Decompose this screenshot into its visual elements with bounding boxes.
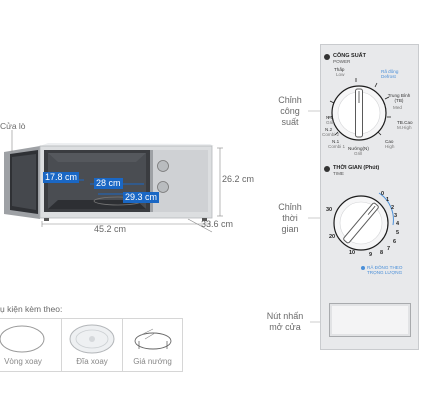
roller-ring-image (0, 325, 45, 353)
time-mark: 20 (329, 234, 336, 240)
accessory-label: Vòng xoay (4, 357, 42, 366)
power-mark-label: N.3 (326, 115, 334, 120)
time-mark: 5 (396, 230, 400, 236)
power-mark-sub: High (385, 144, 395, 149)
callout-power: Chỉnh công suất (272, 95, 308, 128)
power-mark-sub: Grill (354, 151, 363, 156)
time-mark: 2 (391, 205, 395, 211)
callout-time-line: thời (282, 213, 298, 223)
accessory-label: Đĩa xoay (76, 357, 108, 366)
power-mark-sub: Combi 2 (322, 132, 340, 137)
microwave-drawing (4, 130, 223, 233)
grill-rack-image (134, 328, 172, 350)
callout-door-button-line: Nút nhấn (266, 311, 304, 321)
accessory-cell: Đĩa xoay (62, 319, 123, 371)
accessories-grid: Vòng xoay Đĩa xoay Giá nướng (0, 318, 183, 372)
time-mark: 7 (387, 246, 391, 252)
power-subtitle: POWER (333, 59, 351, 64)
dimension-outer-width: 45.2 cm (94, 224, 127, 234)
callout-time-line: Chỉnh (278, 202, 302, 212)
time-mark: 8 (380, 250, 384, 256)
power-mark-label: N.2 (325, 127, 333, 132)
accessories-title: ụ kiện kèm theo: (0, 304, 63, 314)
time-mark: 0 (381, 191, 385, 197)
glass-tray-image (69, 324, 115, 354)
power-mark-label: Nướng(N) (348, 146, 369, 151)
power-mark-label: Rã đông (381, 69, 399, 74)
time-mark: 3 (394, 213, 398, 219)
dimension-outer-depth: 33.6 cm (201, 219, 234, 229)
microwave-illustration: Cửa lò 17.8 cm 28 cm 29.3 cm 26.2 cm 45.… (0, 0, 270, 250)
callout-door-button: Nút nhấn mở cửa (260, 311, 310, 333)
power-mark-sub: Med (393, 105, 402, 110)
callout-power-line: công (280, 106, 300, 116)
accessory-cell: Giá nướng (123, 319, 182, 371)
time-subtitle: TIME (333, 171, 344, 176)
power-mark-sub: Combi 1 (328, 144, 346, 149)
time-mark: 1 (386, 197, 390, 203)
timer-icon (324, 166, 330, 172)
time-dial[interactable] (321, 179, 418, 275)
power-mark-sub: M.High (397, 125, 412, 130)
accessories-section: ụ kiện kèm theo: Vòng xoay Đĩa xoay (0, 304, 190, 372)
callout-time-line: gian (281, 224, 299, 234)
defrost-icon (361, 266, 365, 270)
power-mark-label: Trung Bình (TB) (387, 93, 411, 103)
power-mark-sub: Grill (326, 120, 335, 125)
power-dial[interactable] (321, 73, 418, 163)
accessory-label: Giá nướng (133, 357, 172, 366)
time-title: THỜI GIAN (Phút) (333, 165, 380, 171)
callout-power-line: suất (281, 117, 299, 127)
door-open-button[interactable] (329, 303, 411, 337)
door-label: Cửa lò (0, 121, 26, 131)
power-mark-label: Thấp (334, 67, 345, 72)
callout-door-button-line: mở cửa (269, 322, 301, 332)
callout-time: Chỉnh thời gian (272, 202, 308, 235)
power-mark-label: TB.Cao (397, 120, 413, 125)
accessory-cell: Vòng xoay (0, 319, 62, 371)
time-mark: 9 (369, 252, 373, 258)
power-mark-label: N.1 (332, 139, 340, 144)
dimension-turntable: 29.3 cm (123, 192, 160, 203)
time-mark: 30 (326, 207, 333, 213)
power-title: CÔNG SUẤT (333, 53, 366, 59)
defrost-weight-note: RÃ ĐÔNG THEO TRỌNG LƯỢNG (367, 265, 403, 275)
control-panel: CÔNG SUẤT POWER Thấp Low Trung Bình (TB)… (320, 44, 419, 350)
time-mark: 4 (396, 221, 400, 227)
dimension-outer-height: 26.2 cm (222, 174, 255, 184)
time-mark: 6 (393, 239, 397, 245)
power-mark-sub: Defrost (381, 74, 396, 79)
power-mark-sub: Low (336, 72, 345, 77)
callout-power-line: Chỉnh (278, 95, 302, 105)
dimension-inner-depth: 17.8 cm (43, 172, 80, 183)
power-mark-label: Cao (385, 139, 394, 144)
power-icon (324, 54, 330, 60)
time-mark: 10 (349, 250, 356, 256)
dimension-inner-width: 28 cm (94, 178, 123, 189)
